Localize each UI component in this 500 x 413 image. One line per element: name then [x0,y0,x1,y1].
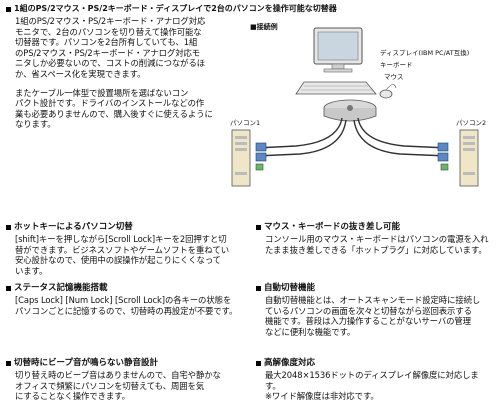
feature-heading: ホットキーによるパソコン切替 [14,222,133,232]
intro-section: 1組のPS/2マウス・PS/2キーボード・ディスプレイで2台のパソコンを操作可能… [6,4,337,130]
feature-text: 最大2048×1536ドットのディスプレイ解像度に対応しま す。 ※ワイド解像度… [265,370,479,402]
vga-connector-icon [255,152,267,162]
monitor-icon [313,27,363,73]
feature-heading: マウス・キーボードの抜き差し可能 [264,222,401,232]
feature-auto-switch: 自動切替機能 自動切替機能とは、オートスキャンモード設定時に接続し ているパソコ… [256,283,500,337]
bullet-square-icon [256,224,261,230]
pc2-tower-icon [459,129,479,187]
kvm-switch-icon [323,99,377,122]
intro-heading: 1組のPS/2マウス・PS/2キーボード・ディスプレイで2台のパソコンを操作可能… [6,4,337,14]
pc2-label: パソコン2 [456,119,487,127]
ps2-connector-icon [440,163,449,171]
keyboard-icon [295,81,377,95]
bullet-square-icon [6,224,11,230]
bullet-square-icon [6,285,11,291]
feature-text: 自動切替機能とは、オートスキャンモード設定時に接続し ているパソコンの画面を次々… [265,295,481,337]
connection-diagram: ■接続例 [226,22,500,200]
mouse-label: マウス [384,73,404,81]
keyboard-label: キーボード [380,61,413,69]
feature-silent: 切替時にビープ音が鳴らない静音設計 切り替え時のビープ音はありませんので、自宅や… [6,358,246,402]
mouse-icon [379,89,393,99]
feature-text: [shift]キーを押しながら[Scroll Lock]キーを2回押すと切 替が… [15,234,230,276]
bullet-square-icon [6,6,11,12]
bullet-square-icon [256,285,261,291]
vga-connector-icon [255,142,267,152]
diagram-title: ■接続例 [250,23,278,31]
feature-text: 切り替え時のビープ音はありませんので、自宅や静かな オフィスで頻繁にパソコンを切… [15,370,221,402]
bullet-square-icon [256,360,261,366]
feature-heading: ステータス記憶機能搭載 [14,283,108,293]
display-label: ディスプレイ(IBM PC/AT互換) [380,49,470,57]
feature-hotplug: マウス・キーボードの抜き差し可能 コンソール用のマウス・キーボードはパソコンの電… [256,222,500,255]
bullet-square-icon [6,360,11,366]
feature-heading: 切替時にビープ音が鳴らない静音設計 [14,358,158,368]
feature-text: コンソール用のマウス・キーボードはパソコンの電源を入れ たまま抜き差しできる「ホ… [265,234,489,255]
feature-text: [Caps Lock] [Num Lock] [Scroll Lock]の各キー… [15,295,238,316]
ps2-connector-icon [255,163,264,171]
diagram-illustration [231,27,479,187]
pc1-label: パソコン1 [230,119,261,127]
intro-text: 1組のPS/2マウス・PS/2キーボード・アナログ対応 モニタで、2台のパソコン… [15,16,206,79]
vga-connector-icon [437,142,449,152]
feature-heading: 高解像度対応 [264,358,316,368]
pc1-tower-icon [231,129,251,187]
feature-status-memory: ステータス記憶機能搭載 [Caps Lock] [Num Lock] [Scro… [6,283,246,316]
intro-text-2: またケーブル一体型で設置場所を選ばないコン パクト設計です。ドライバのインストー… [15,87,213,130]
vga-connector-icon [437,152,449,162]
feature-high-resolution: 高解像度対応 最大2048×1536ドットのディスプレイ解像度に対応しま す。 … [256,358,500,402]
feature-heading: 自動切替機能 [264,283,316,293]
feature-hotkey: ホットキーによるパソコン切替 [shift]キーを押しながら[Scroll Lo… [6,222,246,276]
